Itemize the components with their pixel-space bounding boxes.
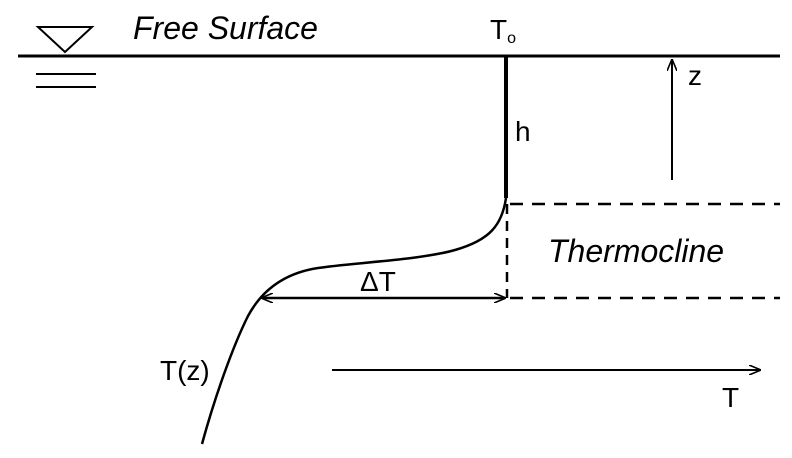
depth-h-label: h bbox=[515, 116, 531, 147]
surface-temperature-subscript: o bbox=[507, 30, 517, 47]
surface-temperature-symbol: T bbox=[490, 14, 508, 45]
surface-temperature-label: To bbox=[490, 16, 516, 47]
t-axis-label: T bbox=[722, 382, 740, 413]
temperature-profile-curve bbox=[200, 197, 508, 445]
profile-label: T(z) bbox=[160, 355, 210, 386]
water-level-icon bbox=[35, 26, 96, 88]
z-axis-label: z bbox=[688, 60, 702, 91]
thermocline-label: Thermocline bbox=[548, 233, 725, 269]
delta-t-label: ΔT bbox=[360, 266, 396, 297]
free-surface-label: Free Surface bbox=[133, 10, 318, 46]
